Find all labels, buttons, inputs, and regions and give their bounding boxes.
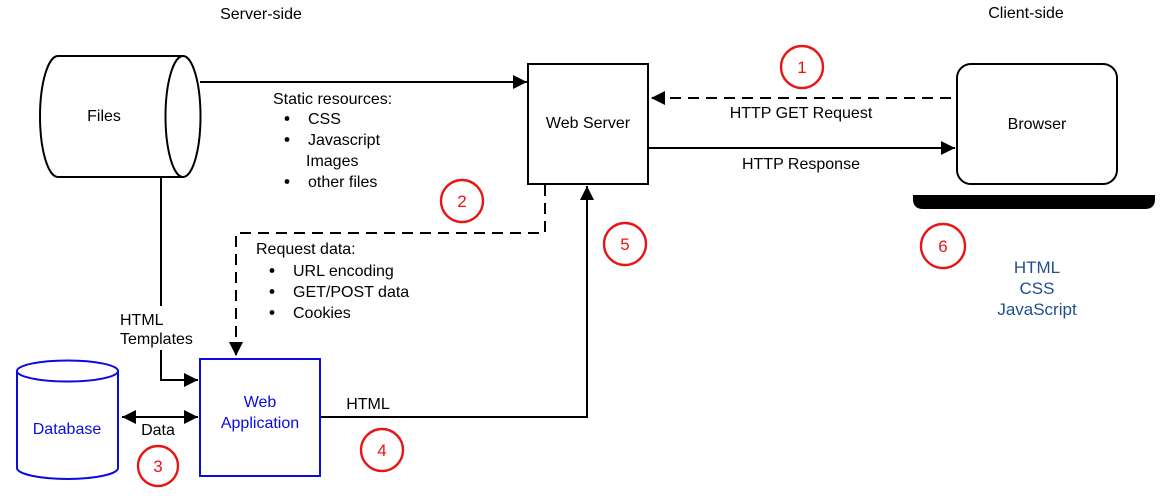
request-data-item: URL encoding xyxy=(293,263,394,280)
step-4-badge: 4 xyxy=(359,427,405,473)
step-3-number: 3 xyxy=(153,457,162,476)
web-server-node: Web Server xyxy=(527,63,649,185)
bullet-icon xyxy=(284,116,290,121)
step-1-badge: 1 xyxy=(779,44,825,90)
html-templates-line2: Templates xyxy=(120,331,193,348)
step-3-badge: 3 xyxy=(136,444,180,488)
client-output-item: HTML xyxy=(1014,258,1060,277)
step-2-number: 2 xyxy=(457,192,466,211)
request-data-list: Request data: URL encoding GET/POST data… xyxy=(256,241,409,322)
client-outputs-list: HTML CSS JavaScript xyxy=(997,258,1077,319)
database-label: Database xyxy=(33,421,102,438)
browser-node: Browser xyxy=(956,63,1118,185)
database-node: Database xyxy=(16,359,119,480)
webapp-to-webserver-html-arrow xyxy=(320,186,594,418)
webserver-to-webapp-dashed-arrow xyxy=(229,185,546,356)
step-1-number: 1 xyxy=(797,58,806,77)
bullet-icon xyxy=(269,289,275,294)
static-resources-title: Static resources: xyxy=(273,91,392,108)
browser-label: Browser xyxy=(1008,116,1067,133)
html-label: HTML xyxy=(346,396,390,413)
step-4-number: 4 xyxy=(377,441,386,460)
static-resources-item: Javascript xyxy=(308,132,381,149)
request-data-title: Request data: xyxy=(256,241,356,258)
static-resources-item: other files xyxy=(308,174,377,191)
bullet-icon xyxy=(269,268,275,273)
web-application-node: Web Application xyxy=(199,358,321,477)
client-side-label: Client-side xyxy=(988,5,1064,22)
laptop-base xyxy=(913,195,1155,209)
bullet-icon xyxy=(269,310,275,315)
bullet-icon xyxy=(284,137,290,142)
http-response-label: HTTP Response xyxy=(742,156,860,173)
request-data-item: GET/POST data xyxy=(293,284,409,301)
http-get-request-label: HTTP GET Request xyxy=(730,105,873,122)
client-output-item: CSS xyxy=(1020,279,1055,298)
files-to-webapp-arrow xyxy=(160,177,198,387)
data-label: Data xyxy=(141,422,175,439)
web-application-label-line1: Web xyxy=(244,394,277,411)
step-5-badge: 5 xyxy=(602,221,648,267)
html-templates-label: HTML Templates xyxy=(114,306,204,350)
files-label: Files xyxy=(87,108,121,125)
static-resources-item: CSS xyxy=(308,111,341,128)
files-node: Files xyxy=(39,55,202,178)
static-resources-item: Images xyxy=(306,153,358,170)
html-templates-line1: HTML xyxy=(120,312,164,329)
bullet-icon xyxy=(284,179,290,184)
client-output-item: JavaScript xyxy=(997,300,1077,319)
web-application-label-line2: Application xyxy=(221,415,299,432)
web-server-label: Web Server xyxy=(546,115,631,132)
step-6-number: 6 xyxy=(938,237,947,256)
server-side-label: Server-side xyxy=(220,6,302,23)
step-6-badge: 6 xyxy=(919,222,967,270)
step-2-badge: 2 xyxy=(439,178,485,224)
request-data-item: Cookies xyxy=(293,305,351,322)
static-resources-list: Static resources: CSS Javascript Images … xyxy=(273,91,392,191)
step-5-number: 5 xyxy=(620,235,629,254)
